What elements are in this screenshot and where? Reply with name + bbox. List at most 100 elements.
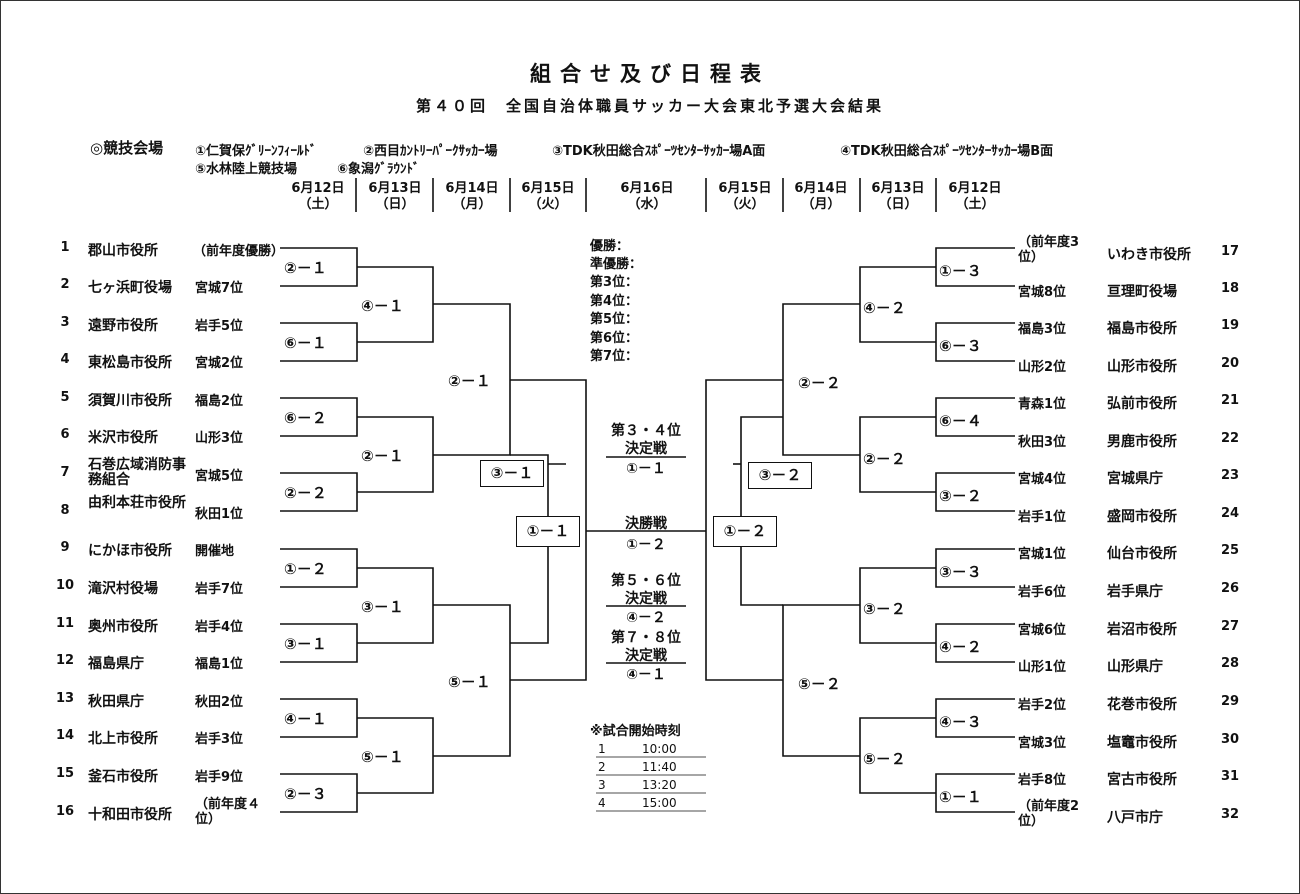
team-number: 25 [1220, 543, 1240, 558]
day-header-dow: （土） [298, 197, 338, 212]
team-seed: 岩手3位 [195, 732, 244, 747]
team-name: 宮城県庁 [1107, 471, 1163, 487]
team-number: 6 [60, 427, 70, 442]
team-number: 19 [1220, 318, 1240, 333]
team-seed: 岩手6位 [1018, 585, 1067, 600]
team-seed: 岩手9位 [195, 770, 244, 785]
final-title: 決勝戦 [625, 516, 667, 532]
team-number: 13 [55, 691, 75, 706]
team-name: 十和田市役所 [88, 807, 172, 823]
team-seed: （前年度優勝） [193, 244, 285, 259]
team-name: 宮古市役所 [1107, 772, 1177, 788]
kickoff-no: 2 [598, 760, 606, 774]
rank-label: 優勝： [590, 239, 630, 254]
day-header-dow: （水） [627, 197, 667, 212]
match-code: ③－２ [863, 600, 906, 618]
match-code: ⑥－４ [939, 412, 982, 430]
team-number: 10 [55, 578, 75, 593]
day-header-dow: （日） [878, 197, 918, 212]
venue-4: ④TDK秋田総合ｽﾎﾟｰﾂｾﾝﾀｰｻｯｶｰ場B面 [840, 144, 1054, 159]
team-number: 24 [1220, 506, 1240, 521]
team-seed: 宮城1位 [1018, 547, 1067, 562]
team-number: 30 [1220, 732, 1240, 747]
team-number: 15 [55, 766, 75, 781]
team-seed: 宮城2位 [195, 356, 244, 371]
team-name: 男鹿市役所 [1107, 434, 1177, 450]
team-seed: 秋田3位 [1018, 435, 1067, 450]
team-number: 11 [55, 616, 75, 631]
match-code: ②－１ [448, 372, 491, 390]
match-code: ③－３ [939, 563, 982, 581]
rank-label: 第7位： [590, 349, 639, 364]
kickoff-no: 3 [598, 778, 606, 792]
team-seed: 宮城8位 [1018, 285, 1067, 300]
team-name: 北上市役所 [88, 731, 158, 747]
team-number: 9 [60, 540, 70, 555]
kickoff-no: 4 [598, 796, 606, 810]
day-header-date: 6月13日 [368, 181, 422, 196]
final-side-box: ①－１ [516, 516, 580, 547]
match-code: ④－２ [939, 638, 982, 656]
venue-2: ②西目ｶﾝﾄﾘｰﾊﾟｰｸｻｯｶｰ場 [363, 144, 498, 159]
rank-label: 第4位： [590, 294, 639, 309]
team-seed: 宮城6位 [1018, 623, 1067, 638]
team-name: 山形県庁 [1107, 659, 1163, 675]
team-name: 石巻広域消防事務組合 [88, 457, 186, 488]
venue-6: ⑥象潟ｸﾞﾗｳﾝﾄﾞ [337, 162, 420, 177]
team-number: 1 [60, 240, 70, 255]
team-name: いわき市役所 [1107, 247, 1191, 263]
match-code: ⑤－１ [361, 748, 404, 766]
team-seed: 岩手2位 [1018, 698, 1067, 713]
match-code: ②－１ [284, 259, 327, 277]
team-name: 由利本荘市役所 [88, 495, 186, 511]
match-code: ④－１ [361, 297, 404, 315]
match-code: ④－１ [284, 710, 327, 728]
team-number: 3 [60, 315, 70, 330]
fifth-place-code: ④－２ [626, 610, 666, 626]
team-seed: （前年度４位） [195, 797, 261, 827]
seventh-place-subtitle: 決定戦 [625, 648, 667, 664]
match-code: ③－１ [284, 635, 327, 653]
team-name: 塩竈市役所 [1107, 735, 1177, 751]
team-seed: 福島2位 [195, 394, 244, 409]
team-name: 花巻市役所 [1107, 697, 1177, 713]
team-seed: 山形3位 [195, 431, 244, 446]
team-seed: （前年度3位） [1018, 235, 1080, 265]
match-code: ⑤－２ [798, 675, 841, 693]
team-seed: 岩手5位 [195, 319, 244, 334]
team-seed: 宮城5位 [195, 469, 244, 484]
team-number: 14 [55, 728, 75, 743]
day-header-date: 6月13日 [871, 181, 925, 196]
team-name: 滝沢村役場 [88, 581, 158, 597]
day-header-dow: （土） [955, 197, 995, 212]
kickoff-time: 15:00 [642, 796, 677, 810]
match-code: ②－３ [284, 785, 327, 803]
team-number: 26 [1220, 581, 1240, 596]
team-number: 31 [1220, 769, 1240, 784]
team-number: 21 [1220, 393, 1240, 408]
team-name: 東松島市役所 [88, 355, 172, 371]
page-subtitle: 第４０回 全国自治体職員サッカー大会東北予選大会結果 [415, 97, 884, 115]
day-header-date: 6月14日 [445, 181, 499, 196]
rank-label: 準優勝： [590, 257, 643, 272]
venue-1: ①仁賀保ｸﾞﾘｰﾝﾌｨｰﾙﾄﾞ [195, 144, 317, 159]
team-number: 27 [1220, 619, 1240, 634]
final-code: ①－２ [626, 537, 666, 553]
venue-5: ⑤水林陸上競技場 [195, 162, 298, 177]
match-code: ⑤－２ [863, 750, 906, 768]
team-name: 亘理町役場 [1107, 284, 1177, 300]
match-code: ④－２ [863, 299, 906, 317]
team-name: 岩手県庁 [1107, 584, 1163, 600]
team-name: 郡山市役所 [88, 243, 158, 259]
team-number: 12 [55, 653, 75, 668]
team-number: 2 [60, 277, 70, 292]
match-code: ③－１ [361, 598, 404, 616]
team-number: 22 [1220, 431, 1240, 446]
team-number: 20 [1220, 356, 1240, 371]
team-name: 奥州市役所 [88, 619, 158, 635]
match-code: ④－３ [939, 713, 982, 731]
day-header-date: 6月12日 [291, 181, 345, 196]
day-header-dow: （月） [801, 197, 841, 212]
match-code: ⑥－１ [284, 334, 327, 352]
